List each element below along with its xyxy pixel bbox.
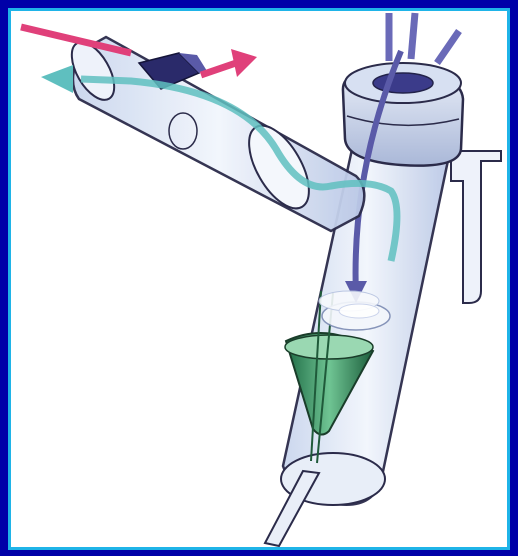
figure-canvas xyxy=(8,8,510,550)
nebulizer-illustration xyxy=(11,11,507,547)
mouthpiece xyxy=(63,35,364,231)
holder-bracket xyxy=(451,151,501,303)
top-cap xyxy=(343,63,463,166)
